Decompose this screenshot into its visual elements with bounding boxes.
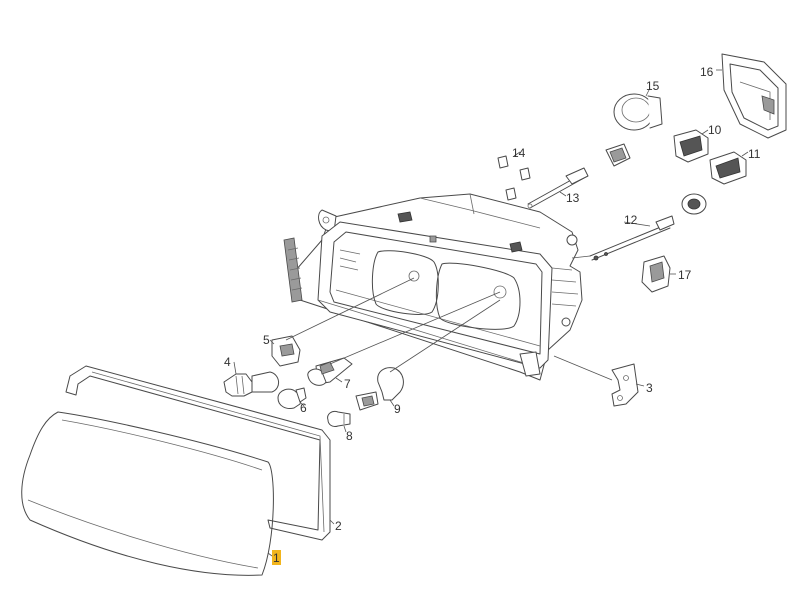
bulb-part-8[interactable] — [327, 411, 351, 427]
grommet-part — [681, 193, 707, 215]
callout-labels: 1 2 3 4 5 6 7 8 9 10 11 12 13 14 15 16 1… — [224, 65, 761, 565]
part-17[interactable] — [641, 255, 671, 293]
adjuster-part-12[interactable] — [589, 215, 675, 261]
callout-16[interactable]: 16 — [700, 65, 714, 79]
adjuster-part-13[interactable] — [527, 167, 589, 209]
callout-6[interactable]: 6 — [300, 401, 307, 415]
socket-part-5[interactable] — [271, 335, 301, 367]
clip-part-14[interactable] — [497, 155, 531, 201]
callout-2[interactable]: 2 — [335, 519, 342, 533]
bulb-part-6[interactable] — [277, 387, 307, 409]
bracket-part[interactable] — [611, 363, 639, 407]
callout-11[interactable]: 11 — [748, 147, 761, 161]
lens-part[interactable] — [21, 411, 274, 576]
cover-part-16[interactable] — [721, 53, 787, 139]
callout-9[interactable]: 9 — [394, 402, 401, 416]
headlamp-housing[interactable] — [283, 193, 583, 381]
callout-3[interactable]: 3 — [646, 381, 653, 395]
bushing-part — [605, 143, 631, 167]
leader-lines — [233, 69, 749, 557]
connector-part-11[interactable] — [709, 151, 747, 185]
callout-17[interactable]: 17 — [678, 268, 692, 282]
callout-14[interactable]: 14 — [512, 146, 526, 160]
bulb-part-7[interactable] — [307, 357, 353, 386]
callout-10[interactable]: 10 — [708, 123, 722, 137]
gasket-part[interactable] — [65, 365, 331, 541]
connector-part-10[interactable] — [673, 129, 709, 163]
callout-4[interactable]: 4 — [224, 355, 231, 369]
callout-15[interactable]: 15 — [646, 79, 660, 93]
callout-5[interactable]: 5 — [263, 333, 270, 347]
cap-part-15[interactable] — [613, 93, 663, 131]
bulb-part-9[interactable] — [355, 367, 404, 411]
callout-highlight-box — [272, 550, 281, 565]
callout-12[interactable]: 12 — [624, 213, 638, 227]
bulb-part-4[interactable] — [223, 371, 279, 397]
callout-8[interactable]: 8 — [346, 429, 353, 443]
callout-1[interactable]: 1 — [273, 551, 280, 565]
callout-7[interactable]: 7 — [344, 377, 351, 391]
callout-13[interactable]: 13 — [566, 191, 580, 205]
